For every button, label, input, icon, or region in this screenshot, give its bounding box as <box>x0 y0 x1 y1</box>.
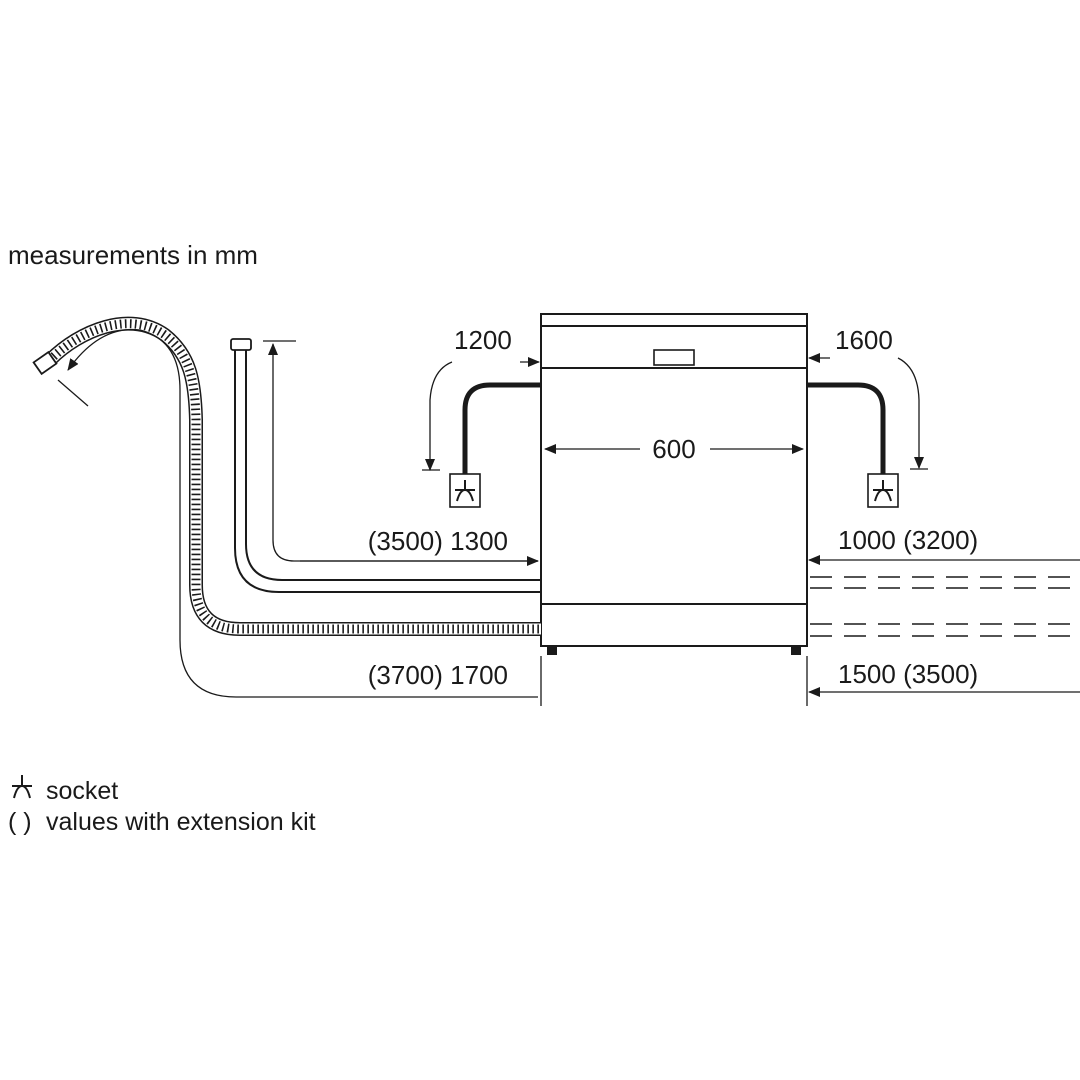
dishwasher-foot-left <box>547 646 557 655</box>
measurements-note: measurements in mm <box>8 240 258 270</box>
width-dimension: 600 <box>544 434 804 464</box>
inlet-hose-connector <box>230 338 252 351</box>
drain-right-label: 1500 (3500) <box>838 659 978 689</box>
right-hoses: 1000 (3200) 1500 (3500) <box>808 525 1080 697</box>
legend-parens-label: values with extension kit <box>46 808 316 836</box>
drain-hose: (3700) 1700 <box>32 316 541 698</box>
dishwasher <box>540 313 808 655</box>
dishwasher-worktop <box>540 313 808 327</box>
socket-icon <box>867 473 899 508</box>
inlet-hose: (3500) 1300 <box>230 338 541 593</box>
inlet-right-label: 1000 (3200) <box>838 525 978 555</box>
socket-icon <box>449 473 481 508</box>
dishwasher-display <box>653 349 695 366</box>
legend: socket ( ) values with extension kit <box>8 775 316 836</box>
power-cord-left: 1200 <box>422 325 541 508</box>
dishwasher-foot-right <box>791 646 801 655</box>
inlet-left-label: (3500) 1300 <box>368 526 508 556</box>
power-cord-right: 1600 <box>807 325 928 508</box>
cord-left-label: 1200 <box>454 325 512 355</box>
socket-icon <box>12 775 32 799</box>
legend-parens-symbol: ( ) <box>8 808 32 836</box>
dishwasher-plinth <box>540 603 808 647</box>
dishwasher-door <box>540 367 808 605</box>
cord-right-label: 1600 <box>835 325 893 355</box>
drain-left-label: (3700) 1700 <box>368 660 508 690</box>
width-label: 600 <box>652 434 695 464</box>
drain-hose-end <box>32 350 58 376</box>
legend-socket-label: socket <box>46 777 118 805</box>
